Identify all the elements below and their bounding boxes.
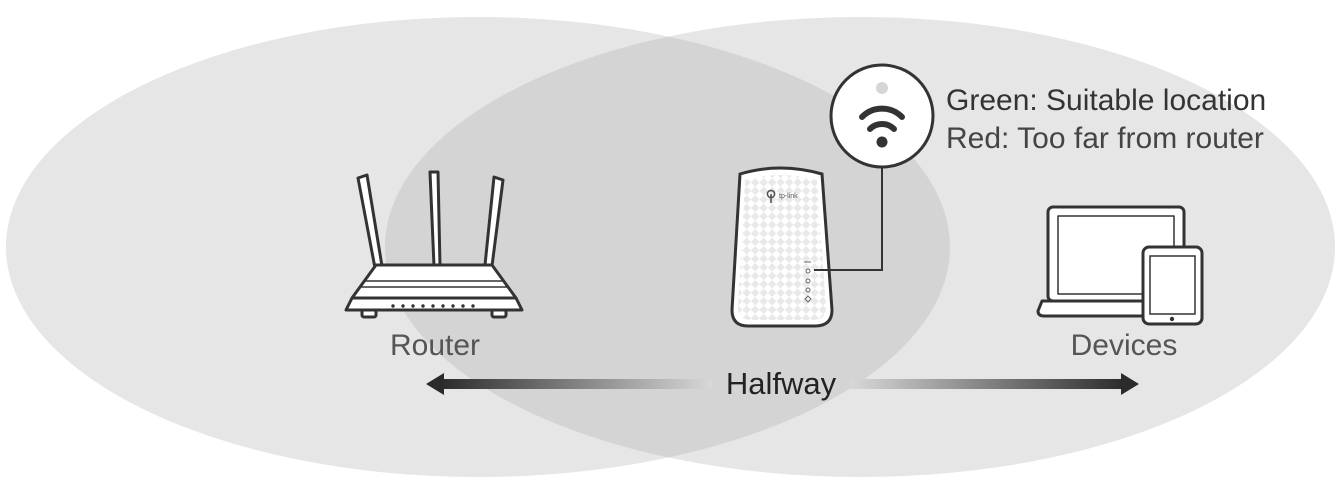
coverage-areas: [6, 17, 1335, 477]
range-extender-icon: tp-link: [730, 166, 834, 328]
devices-label: Devices: [1071, 329, 1178, 362]
led-legend-red: Red: Too far from router: [946, 122, 1264, 155]
tp-link-logo-icon: tp-link: [766, 189, 798, 203]
arrow-right-icon: [850, 373, 1139, 395]
router-icon: [344, 170, 524, 319]
led-legend-green: Green: Suitable location: [946, 84, 1266, 117]
router-status-leds: [391, 304, 475, 308]
extender-leds: [804, 261, 812, 303]
tablet-icon: [1141, 245, 1204, 326]
led-callout-line: [814, 166, 883, 271]
arrow-left-icon: [426, 373, 712, 395]
halfway-label: Halfway: [726, 366, 837, 401]
wifi-signal-led-icon: [829, 63, 935, 169]
router-label: Router: [390, 329, 480, 362]
led-light-icon: [876, 82, 888, 94]
extender-brand-label: tp-link: [779, 193, 798, 200]
coverage-overlap: [385, 17, 950, 477]
